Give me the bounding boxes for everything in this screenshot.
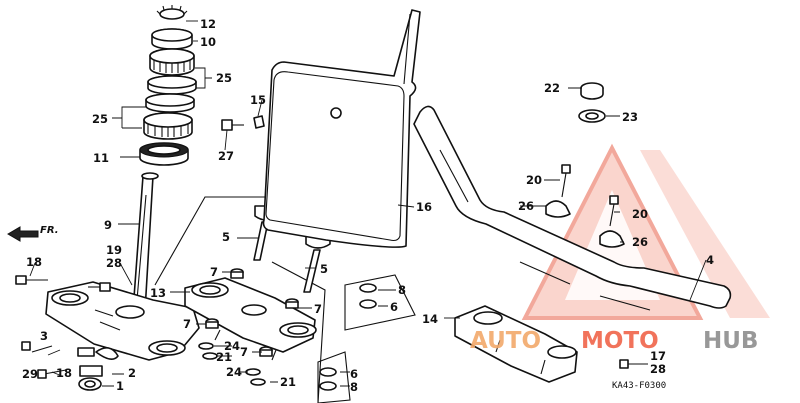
callout-6-bottom: 6 xyxy=(350,367,358,381)
bearing-race-upper xyxy=(147,75,197,95)
callout-12: 12 xyxy=(200,17,216,31)
callout-26-b: 26 xyxy=(632,235,648,249)
watermark-moto: MOTO xyxy=(581,328,659,354)
callout-24-b: 24 xyxy=(226,365,242,379)
stem-bearing-stack xyxy=(139,5,197,166)
callout-13: 13 xyxy=(150,286,166,300)
callout-7-d: 7 xyxy=(240,345,248,359)
direction-label: FR. xyxy=(40,225,59,236)
callout-15: 15 xyxy=(250,93,266,107)
clamp-hardware xyxy=(198,268,299,386)
callout-21-a: 21 xyxy=(216,350,232,364)
callout-11: 11 xyxy=(93,151,109,165)
callout-17: 17 xyxy=(650,349,666,363)
callout-4: 4 xyxy=(706,253,714,267)
callout-25-lower: 25 xyxy=(92,112,108,126)
callout-26-a: 26 xyxy=(518,199,534,213)
adjusting-nut xyxy=(151,28,193,50)
front-direction-arrow: FR. xyxy=(7,225,59,242)
steering-stem xyxy=(45,172,200,361)
bearing-race-lower xyxy=(145,93,195,113)
watermark-auto: AUTO xyxy=(470,328,541,354)
cable-clamps xyxy=(21,341,119,391)
callout-18-lower: 18 xyxy=(56,366,72,380)
callout-2: 2 xyxy=(128,366,136,380)
callout-3: 3 xyxy=(40,329,48,343)
lower-handlebar-clamp xyxy=(454,305,578,383)
callout-27: 27 xyxy=(218,149,234,163)
handlebar xyxy=(413,105,732,311)
callout-1: 1 xyxy=(116,379,124,393)
lock-nut xyxy=(156,5,188,20)
stem-bolts xyxy=(15,275,111,292)
callout-10: 10 xyxy=(200,35,216,49)
upper-bearing xyxy=(149,48,195,76)
callout-19: 19 xyxy=(106,243,122,257)
number-plate xyxy=(262,9,421,248)
callout-7-b: 7 xyxy=(314,302,322,316)
callout-14: 14 xyxy=(422,312,438,326)
plate-fasteners xyxy=(221,115,265,131)
lower-bearing xyxy=(143,112,193,140)
callout-7-c: 7 xyxy=(183,317,191,331)
callout-5-right: 5 xyxy=(320,262,328,276)
callout-28-bar: 28 xyxy=(650,362,666,376)
callout-22: 22 xyxy=(544,81,560,95)
callout-20-b: 20 xyxy=(632,207,648,221)
callout-23: 23 xyxy=(622,110,638,124)
callout-20-a: 20 xyxy=(526,173,542,187)
callout-28-stem: 28 xyxy=(106,256,122,270)
watermark-text: AUTO MOTO HUB xyxy=(470,328,758,354)
callout-labels: 12 10 25 25 11 9 19 28 18 13 3 2 1 29 18… xyxy=(22,17,714,394)
leader-lines xyxy=(29,20,707,387)
callout-5-left: 5 xyxy=(222,230,230,244)
nut-kit-boxes xyxy=(317,274,416,403)
callout-24-a: 24 xyxy=(224,339,240,353)
callout-9: 9 xyxy=(104,218,112,232)
dust-seal xyxy=(139,142,189,166)
callout-8-bottom: 8 xyxy=(350,380,358,394)
watermark-hub: HUB xyxy=(703,328,758,354)
upper-triple-clamp xyxy=(154,196,326,403)
callout-16: 16 xyxy=(416,200,432,214)
diagram-code: KA43-F0300 xyxy=(612,381,666,391)
bar-clamp-hardware xyxy=(545,82,625,248)
callout-29: 29 xyxy=(22,367,38,381)
callout-21-b: 21 xyxy=(280,375,296,389)
callout-7-a: 7 xyxy=(210,265,218,279)
callout-25-upper: 25 xyxy=(216,71,232,85)
callout-6-top: 6 xyxy=(390,300,398,314)
callout-8-top: 8 xyxy=(398,283,406,297)
callout-18-upper: 18 xyxy=(26,255,42,269)
